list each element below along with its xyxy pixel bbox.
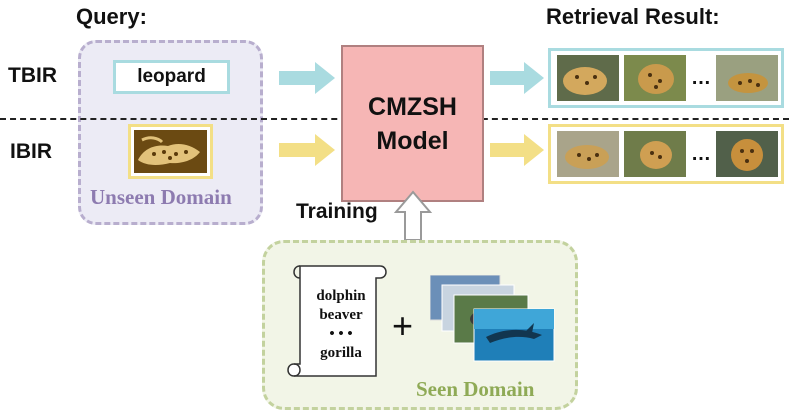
result-image [557, 55, 619, 101]
tbir-label: TBIR [8, 64, 57, 87]
result-ellipsis: … [691, 66, 711, 89]
seen-class-list: dolphin beaver • • • gorilla [306, 287, 376, 363]
text-result-arrow [490, 62, 544, 94]
result-image [716, 131, 778, 177]
training-label: Training [296, 200, 378, 223]
cmzsh-model-box: CMZSH Model [341, 45, 484, 202]
ibir-label: IBIR [10, 140, 52, 163]
image-result-arrow [490, 134, 544, 166]
seen-class: beaver [319, 307, 363, 323]
image-query-arrow [279, 134, 335, 166]
image-stack-icon [430, 275, 555, 362]
scroll-icon [287, 265, 387, 377]
seen-class: dolphin [316, 288, 366, 304]
unseen-domain-label: Unseen Domain [90, 185, 232, 209]
query-title: Query: [76, 4, 147, 29]
model-word: Model [376, 126, 449, 155]
result-image [557, 131, 619, 177]
result-image [624, 131, 686, 177]
model-name: CMZSH [368, 92, 457, 121]
image-query [128, 124, 213, 179]
seen-class: gorilla [320, 345, 362, 361]
text-query-box: leopard [113, 60, 230, 94]
text-retrieval-results: … [548, 48, 784, 108]
retrieval-result-title: Retrieval Result: [546, 4, 720, 29]
plus-sign: + [392, 305, 414, 346]
image-retrieval-results: … [548, 124, 784, 184]
result-image [624, 55, 686, 101]
text-query: leopard [137, 66, 206, 87]
training-arrow [393, 190, 433, 241]
result-ellipsis: … [691, 142, 711, 165]
result-image [716, 55, 778, 101]
text-query-arrow [279, 62, 335, 94]
seen-class-ellipsis: • • • [329, 326, 353, 342]
leopard-sketch-image [134, 130, 207, 173]
seen-domain-label: Seen Domain [416, 377, 535, 401]
